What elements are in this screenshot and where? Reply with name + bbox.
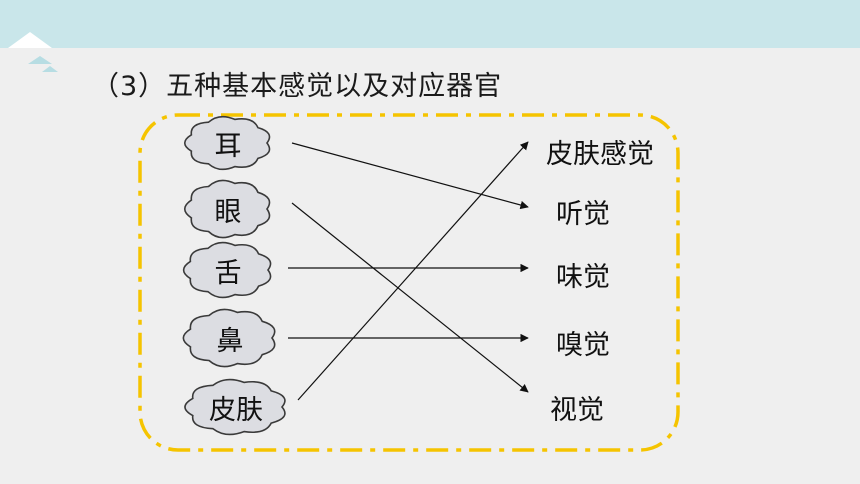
organ-label-skin: 皮肤 [209,395,263,426]
sense-label-hearing: 听觉 [556,199,610,230]
organ-label-ear: 耳 [214,131,242,162]
cloud-icon [182,241,272,299]
sense-label-sight: 视觉 [550,395,604,426]
organ-label-tongue: 舌 [214,258,242,289]
dashed-frame [138,113,680,452]
arrow-skin-to-touch [297,141,529,401]
cloud-icon [184,378,286,436]
sense-label-taste: 味觉 [556,262,610,293]
mountain-triangles-icon [8,32,58,72]
organ-label-eye: 眼 [214,197,242,228]
top-band [0,0,860,48]
organ-label-nose: 鼻 [216,326,244,357]
cloud-icon [182,308,276,368]
cloud-icon [183,179,271,239]
arrow-ear-to-hearing [291,142,529,210]
page-title: （3）五种基本感觉以及对应器官 [92,71,503,102]
sense-label-touch: 皮肤感觉 [546,139,654,170]
arrow-eye-to-sight [291,202,529,393]
sense-label-smell: 嗅觉 [556,330,610,361]
cloud-icon [183,115,271,171]
